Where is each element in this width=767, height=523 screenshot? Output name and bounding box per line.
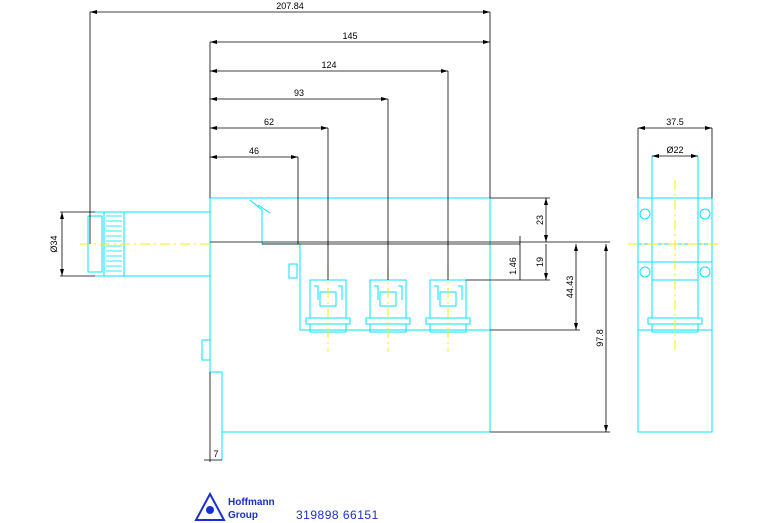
logo-line-2: Group bbox=[228, 510, 258, 521]
dim-145: 145 bbox=[342, 31, 357, 41]
dim-7: 7 bbox=[213, 449, 218, 459]
part-outline-side-view bbox=[637, 156, 713, 433]
tool-holder-1 bbox=[305, 279, 351, 333]
hoffmann-group-logo: Hoffmann Group bbox=[194, 491, 275, 521]
dimension-arrowheads bbox=[60, 10, 712, 432]
dim-44-43: 44.43 bbox=[565, 276, 575, 299]
dim-23: 23 bbox=[535, 215, 545, 225]
logo-mark-icon bbox=[194, 491, 226, 521]
dimension-lines bbox=[60, 11, 713, 462]
centerlines bbox=[80, 180, 722, 352]
dim-width-37-5: 37.5 bbox=[666, 117, 684, 127]
dim-93: 93 bbox=[294, 88, 304, 98]
tool-holder-2 bbox=[365, 279, 411, 333]
logo-line-1: Hoffmann bbox=[228, 497, 275, 508]
dim-46: 46 bbox=[249, 146, 259, 156]
dim-97-8: 97.8 bbox=[595, 329, 605, 347]
dim-62: 62 bbox=[264, 117, 274, 127]
dim-1-46: 1.46 bbox=[508, 257, 518, 275]
tool-holder-3 bbox=[425, 279, 471, 333]
part-number: 319898 66151 bbox=[296, 508, 379, 522]
dim-diameter-22: Ø22 bbox=[666, 145, 683, 155]
shank-knurling bbox=[106, 215, 122, 272]
dim-19: 19 bbox=[535, 257, 545, 267]
dim-124: 124 bbox=[321, 60, 336, 70]
dim-overall-length: 207.84 bbox=[276, 1, 304, 11]
dim-diameter-34: Ø34 bbox=[49, 235, 59, 252]
